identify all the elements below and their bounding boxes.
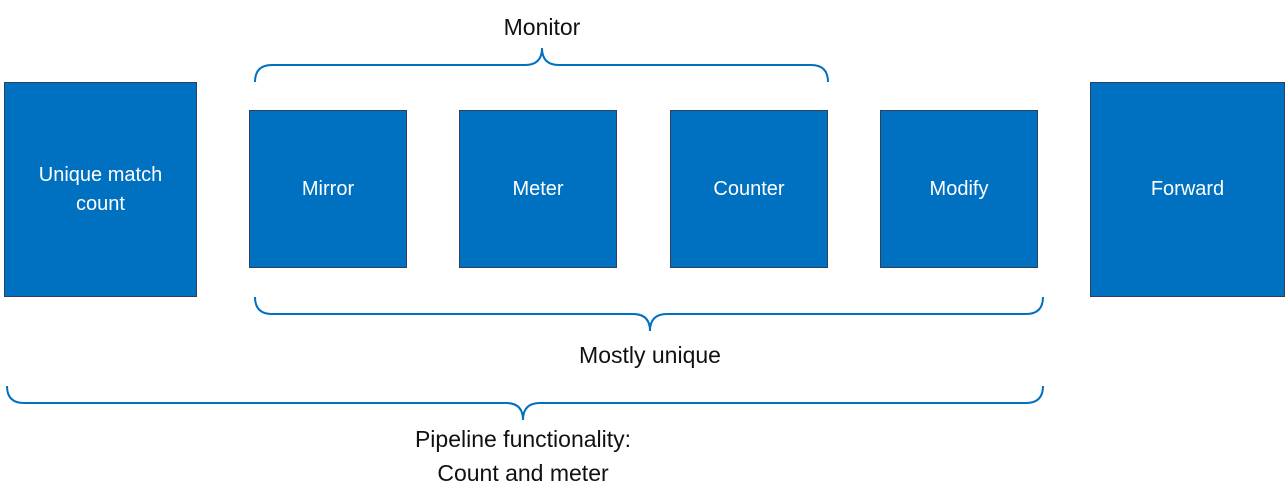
box-counter: Counter: [670, 110, 828, 268]
pipeline-label-line1: Pipeline functionality:: [414, 426, 632, 452]
box-counter-label: Counter: [713, 177, 785, 200]
box-mirror: Mirror: [249, 110, 407, 268]
box-modify-label: Modify: [929, 177, 989, 200]
box-meter-label: Meter: [512, 177, 564, 200]
box-modify: Modify: [880, 110, 1038, 268]
mostly-unique-brace: [254, 296, 1044, 332]
box-mirror-label: Mirror: [301, 177, 355, 200]
monitor-brace: [254, 47, 829, 83]
box-forward: Forward: [1090, 82, 1285, 297]
pipeline-label-line2: Count and meter: [437, 460, 609, 486]
pipeline-brace: [6, 385, 1044, 421]
box-forward-label: Forward: [1150, 178, 1225, 200]
box-unique-match-count: Unique match count: [4, 82, 197, 297]
monitor-label: Monitor: [503, 14, 581, 40]
box-unique-match-count-label: Unique match count: [38, 163, 163, 215]
mostly-unique-label: Mostly unique: [579, 342, 721, 368]
box-meter: Meter: [459, 110, 617, 268]
